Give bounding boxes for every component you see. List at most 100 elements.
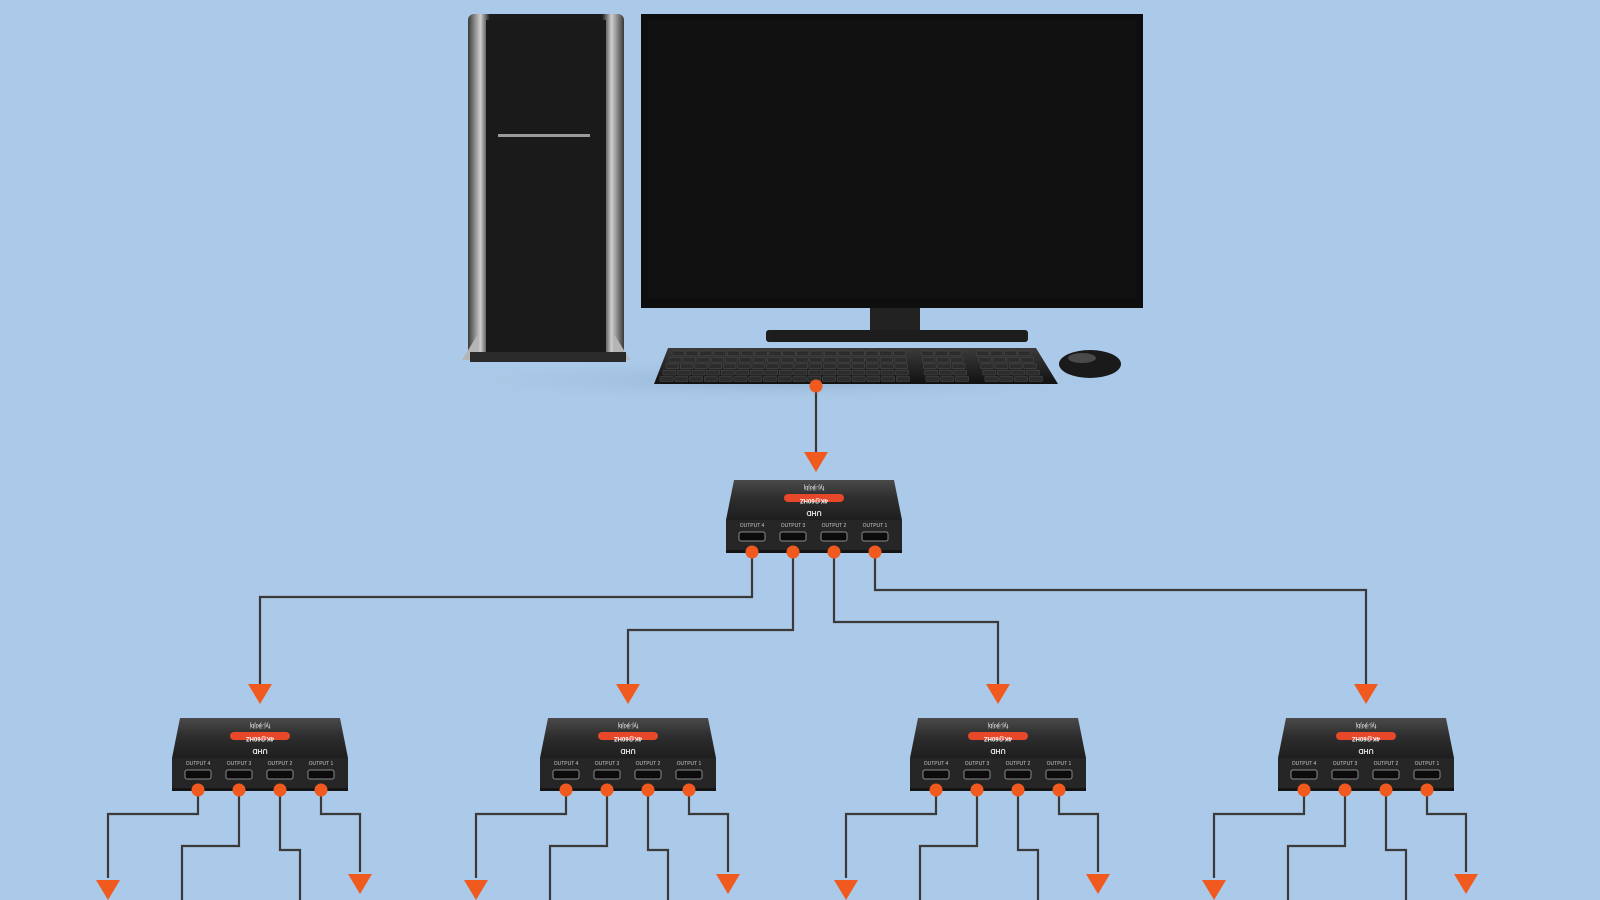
keyboard-key	[777, 376, 792, 382]
keyboard-key	[940, 376, 955, 382]
splitter-port-label: OUTPUT 4	[740, 523, 765, 529]
keyboard-key	[893, 357, 908, 363]
child-splitter-output-dot	[600, 783, 614, 797]
keyboard-key	[809, 357, 823, 363]
mouse	[1059, 350, 1121, 378]
keyboard-key	[997, 369, 1011, 376]
child-splitter-output-dot	[1011, 783, 1025, 797]
splitter-port-label: OUTPUT 1	[1047, 761, 1072, 767]
splitter-port-label: OUTPUT 3	[781, 523, 806, 529]
output-cable	[918, 790, 979, 900]
keyboard-key	[767, 357, 781, 363]
connection-dots	[191, 379, 1434, 797]
keyboard-key	[1023, 363, 1037, 369]
hdmi-port-icon	[593, 769, 621, 780]
hdmi-port-icon	[1045, 769, 1073, 780]
keyboard-key	[749, 369, 764, 376]
child-splitter-output-dot	[1379, 783, 1393, 797]
splitter-model: UHD	[1358, 747, 1373, 754]
splitter-model: UHD	[252, 747, 267, 754]
hdmi-port-icon	[266, 769, 294, 780]
keyboard-key	[694, 363, 708, 369]
splitter-badge	[598, 732, 658, 740]
output-cable	[1016, 790, 1040, 900]
child-splitter-output-dot	[682, 783, 696, 797]
output-cable	[278, 790, 302, 900]
keyboard-key	[823, 357, 837, 363]
hdmi-port-icon	[307, 769, 335, 780]
output-arrow	[1202, 880, 1226, 900]
output-cable	[319, 790, 362, 872]
child-splitter-output-dot	[232, 783, 246, 797]
keyboard-key	[896, 376, 910, 382]
keyboard-key	[984, 376, 999, 382]
keyboard-key	[851, 376, 866, 382]
splitter-model: UHD	[620, 747, 635, 754]
output-cable	[687, 790, 730, 872]
branch-arrow	[248, 684, 272, 704]
keyboard-key	[851, 369, 866, 376]
keyboard-key	[704, 376, 718, 382]
output-cable	[548, 790, 609, 900]
child-splitter-output-dot	[929, 783, 943, 797]
splitter-model: UHD	[806, 509, 821, 516]
keyboard-key	[894, 363, 908, 369]
keyboard-key	[699, 350, 713, 357]
keyboard-key	[794, 363, 808, 369]
keyboard	[654, 348, 1058, 384]
splitter-port-label: OUTPUT 2	[268, 761, 293, 767]
output-cable	[106, 790, 200, 878]
keyboard-key	[893, 350, 907, 357]
splitter-badge	[968, 732, 1028, 740]
splitter-branch-cable	[626, 552, 795, 688]
splitter-port-label: OUTPUT 4	[924, 761, 949, 767]
output-cable	[844, 790, 938, 878]
splitter-brand: fyj.ijkljbj	[988, 722, 1009, 728]
splitter-port-label: OUTPUT 4	[186, 761, 211, 767]
splitter-port-label: OUTPUT 1	[677, 761, 702, 767]
keyboard-key	[922, 357, 936, 363]
child-splitter-output-dot	[273, 783, 287, 797]
main-splitter-output-dot	[868, 545, 882, 559]
keyboard-key	[866, 363, 880, 369]
keyboard-key	[925, 376, 940, 382]
keyboard-key	[765, 363, 780, 369]
keyboard-key	[1028, 376, 1043, 382]
keyboard-key	[865, 350, 879, 357]
splitter-badge	[1336, 732, 1396, 740]
keyboard-key	[668, 357, 682, 363]
keyboard-key	[999, 376, 1014, 382]
keyboard-key	[920, 350, 934, 357]
main-splitter-output-dot	[786, 545, 800, 559]
keyboard-key	[740, 350, 754, 357]
keyboard-key	[951, 363, 966, 369]
splitter-badge-text: 4K@60HZ	[1352, 735, 1381, 741]
keyboard-key	[706, 369, 720, 376]
keyboard-key	[677, 369, 691, 376]
keyboard-key	[733, 376, 748, 382]
splitter-brand: fyj.ijkljbj	[250, 722, 271, 728]
splitter-brand: fyj.ijkljbj	[618, 722, 639, 728]
splitter-badge-text: 4K@60HZ	[614, 735, 643, 741]
keyboard-key	[671, 350, 685, 357]
keyboard-key	[938, 369, 953, 376]
keyboard-key	[837, 350, 851, 357]
keyboard-key	[866, 376, 881, 382]
splitter-port-label: OUTPUT 4	[554, 761, 579, 767]
keyboard-key	[780, 363, 794, 369]
keyboard-key	[879, 357, 893, 363]
keyboard-key	[953, 369, 968, 376]
keyboard-key	[880, 369, 895, 376]
keyboard-key	[1004, 350, 1017, 357]
output-cable	[646, 790, 670, 900]
keyboard-key	[808, 369, 822, 376]
splitter-port-label: OUTPUT 3	[965, 761, 990, 767]
keyboard-key	[720, 369, 735, 376]
keyboard-key	[851, 350, 865, 357]
keyboard-key	[866, 369, 880, 376]
hdmi-port-icon	[1413, 769, 1441, 780]
child-splitter-output-dot	[970, 783, 984, 797]
keyboard-key	[763, 376, 777, 382]
main-splitter-output-dot	[745, 545, 759, 559]
keyboard-key	[822, 369, 837, 376]
